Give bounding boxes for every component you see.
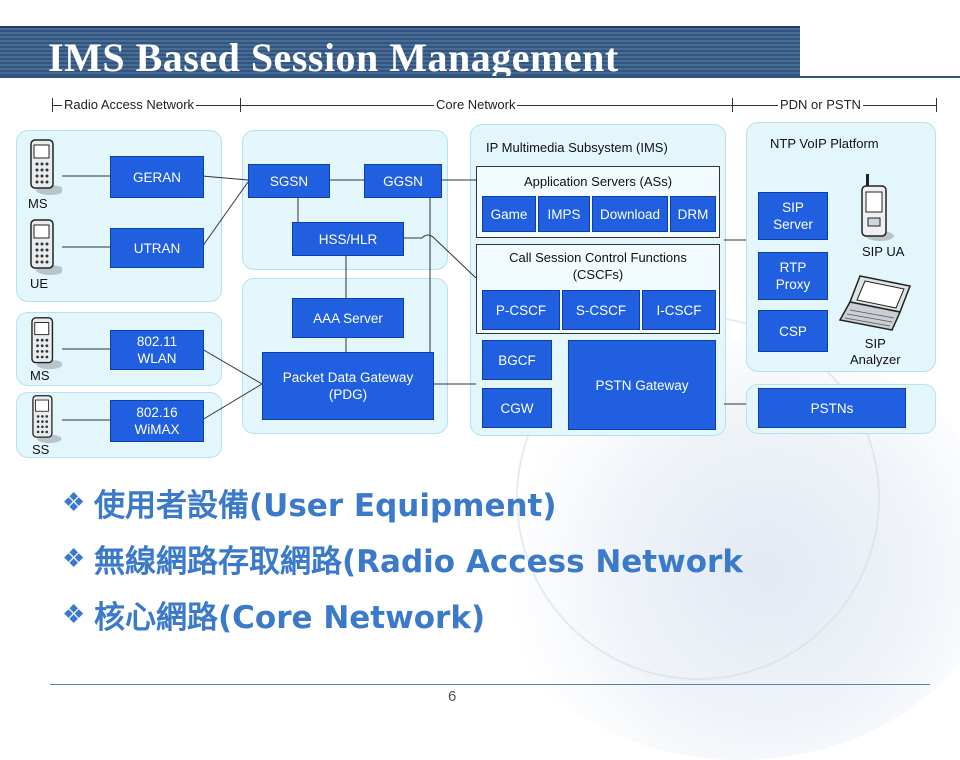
bullet-text: 使用者設備(User Equipment) bbox=[94, 487, 557, 524]
title-underline bbox=[0, 76, 960, 78]
region-label-pdn: PDN or PSTN bbox=[778, 97, 863, 112]
title-band-top-line bbox=[0, 26, 800, 29]
link-geran-sgsn bbox=[201, 175, 249, 181]
i-cscf-box: I-CSCF bbox=[642, 290, 716, 330]
link-hss-cscf bbox=[433, 237, 477, 279]
diamond-bullet-icon: ❖ bbox=[62, 542, 86, 573]
cscf-title: Call Session Control Functions (CSCFs) bbox=[509, 250, 687, 282]
bullet-item: ❖ 核心網路(Core Network) bbox=[62, 586, 743, 642]
link-wimax-pdg bbox=[201, 383, 263, 421]
pstn-gateway-box: PSTN Gateway bbox=[568, 340, 716, 430]
utran-box: UTRAN bbox=[110, 228, 204, 268]
bullet-item: ❖ 使用者設備(User Equipment) bbox=[62, 474, 743, 530]
ntp-platform-title: NTP VoIP Platform bbox=[770, 136, 879, 151]
region-tick bbox=[240, 98, 241, 112]
device-label-ms: MS bbox=[28, 196, 48, 211]
sip-server-box: SIP Server bbox=[758, 192, 828, 240]
geran-box: GERAN bbox=[110, 156, 204, 198]
region-label-radio: Radio Access Network bbox=[62, 97, 197, 112]
link-hop bbox=[421, 234, 435, 239]
as-game-box: Game bbox=[482, 196, 536, 232]
bullet-list: ❖ 使用者設備(User Equipment) ❖ 無線網路存取網路(Radio… bbox=[62, 474, 743, 642]
cgw-box: CGW bbox=[482, 388, 552, 428]
pdg-box: Packet Data Gateway (PDG) bbox=[262, 352, 434, 420]
as-download-box: Download bbox=[592, 196, 668, 232]
bgcf-box: BGCF bbox=[482, 340, 552, 380]
bullet-text: 核心網路(Core Network) bbox=[94, 599, 486, 636]
csp-box: CSP bbox=[758, 310, 828, 352]
sip-ua-phone-icon bbox=[858, 174, 894, 249]
diamond-bullet-icon: ❖ bbox=[62, 598, 86, 629]
region-label-core: Core Network bbox=[434, 97, 518, 112]
pstns-box: PSTNs bbox=[758, 388, 906, 428]
link-utran-sgsn bbox=[201, 181, 249, 248]
region-tick bbox=[936, 98, 937, 112]
sgsn-box: SGSN bbox=[248, 164, 330, 198]
s-cscf-box: S-CSCF bbox=[562, 290, 640, 330]
device-label-ss: SS bbox=[32, 442, 50, 457]
wimax-box: 802.16 WiMAX bbox=[110, 400, 204, 442]
as-drm-box: DRM bbox=[670, 196, 716, 232]
rtp-proxy-box: RTP Proxy bbox=[758, 252, 828, 300]
sip-analyzer-label: SIP Analyzer bbox=[850, 336, 901, 367]
mobile-phone-icon bbox=[28, 394, 62, 449]
mobile-phone-icon bbox=[28, 218, 64, 281]
bullet-text: 無線網路存取網路(Radio Access Network bbox=[94, 543, 743, 580]
aaa-server-box: AAA Server bbox=[292, 298, 404, 338]
as-imps-box: IMPS bbox=[538, 196, 590, 232]
sip-ua-label: SIP UA bbox=[862, 244, 905, 259]
diamond-bullet-icon: ❖ bbox=[62, 486, 86, 517]
hss-hlr-box: HSS/HLR bbox=[292, 222, 404, 256]
slide-title: IMS Based Session Management bbox=[48, 35, 619, 80]
footer-divider bbox=[50, 684, 930, 685]
region-tick bbox=[52, 98, 53, 112]
device-label-ue: UE bbox=[30, 276, 49, 291]
application-servers-title: Application Servers (ASs) bbox=[523, 174, 673, 189]
wlan-box: 802.11 WLAN bbox=[110, 330, 204, 370]
device-label-ms: MS bbox=[30, 368, 50, 383]
ggsn-box: GGSN bbox=[364, 164, 442, 198]
laptop-icon bbox=[838, 272, 918, 339]
link-wlan-pdg bbox=[201, 348, 263, 385]
mobile-phone-icon bbox=[28, 316, 63, 375]
title-band bbox=[0, 28, 800, 76]
p-cscf-box: P-CSCF bbox=[482, 290, 560, 330]
mobile-phone-icon bbox=[28, 138, 64, 201]
region-tick bbox=[732, 98, 733, 112]
ims-title: IP Multimedia Subsystem (IMS) bbox=[486, 140, 668, 155]
page-number: 6 bbox=[448, 688, 457, 705]
bullet-item: ❖ 無線網路存取網路(Radio Access Network bbox=[62, 530, 743, 586]
